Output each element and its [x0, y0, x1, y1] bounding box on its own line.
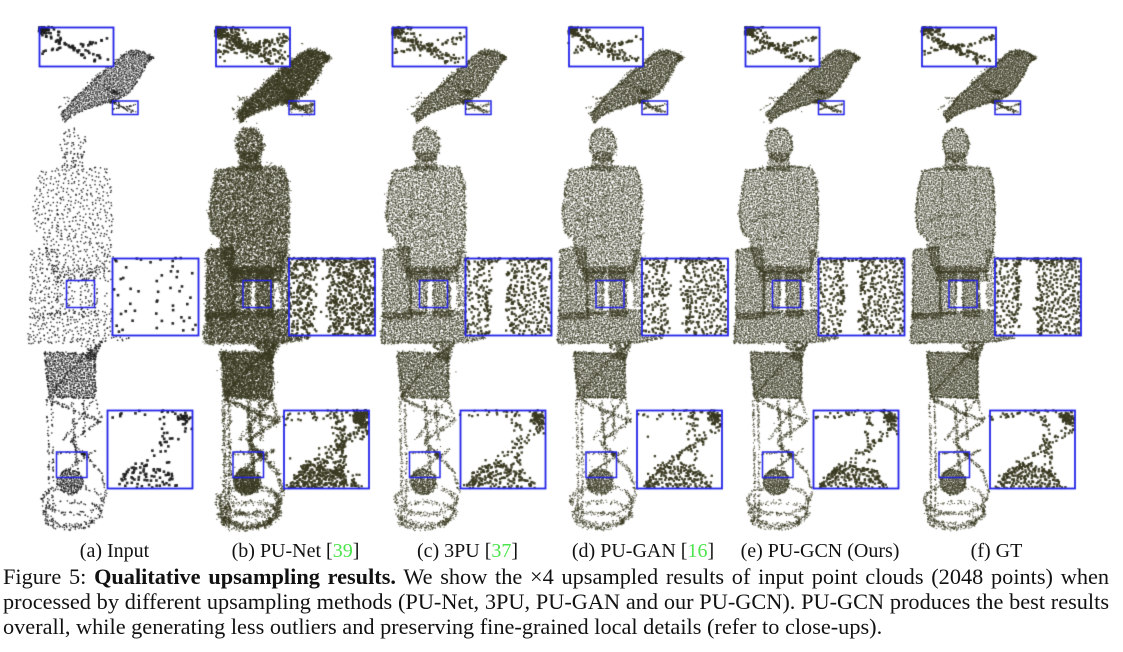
caption-text-line-2: processed by different upsampling method… — [3, 589, 1109, 615]
label-d-citation[interactable]: 16 — [687, 540, 708, 562]
caption-figure-number: Figure 5: — [3, 564, 95, 589]
label-c-citation[interactable]: 37 — [491, 540, 512, 562]
caption-bold-title: Qualitative upsampling results. — [94, 564, 396, 589]
caption-text-line-3: overall, while generating less outliers … — [3, 614, 883, 640]
figure-caption: Figure 5: Qualitative upsampling results… — [3, 564, 1109, 640]
caption-text-line-1: We show the ×4 upsampled results of inpu… — [395, 564, 1110, 589]
label-a-text: (a) Input — [79, 540, 150, 562]
label-e-pugcn: (e) PU-GCN (Ours) — [741, 540, 900, 563]
label-d-text: (d) PU-GAN [ — [571, 540, 688, 562]
label-b-bracket: ] — [352, 540, 360, 562]
label-d-bracket: ] — [707, 540, 715, 562]
caption-line-1: Figure 5: Qualitative upsampling results… — [3, 564, 1109, 589]
label-c-text: (c) 3PU [ — [416, 540, 492, 562]
point-cloud-figure-canvas — [0, 0, 1123, 538]
label-b-text: (b) PU-Net [ — [231, 540, 333, 562]
label-f-text: (f) GT — [970, 540, 1023, 562]
label-d-pugan: (d) PU-GAN [16] — [572, 540, 714, 563]
label-a-input: (a) Input — [80, 540, 149, 563]
label-e-text: (e) PU-GCN (Ours) — [740, 540, 900, 562]
column-label-row: (a) Input (b) PU-Net [39] (c) 3PU [37] (… — [0, 540, 1123, 564]
label-c-3pu: (c) 3PU [37] — [417, 540, 518, 563]
label-f-gt: (f) GT — [971, 540, 1023, 563]
caption-line-3: overall, while generating less outliers … — [3, 614, 1109, 639]
label-c-bracket: ] — [511, 540, 519, 562]
label-b-punet: (b) PU-Net [39] — [232, 540, 360, 563]
label-b-citation[interactable]: 39 — [332, 540, 353, 562]
caption-line-2: processed by different upsampling method… — [3, 589, 1109, 614]
figure-5-panel-grid — [0, 0, 1123, 538]
